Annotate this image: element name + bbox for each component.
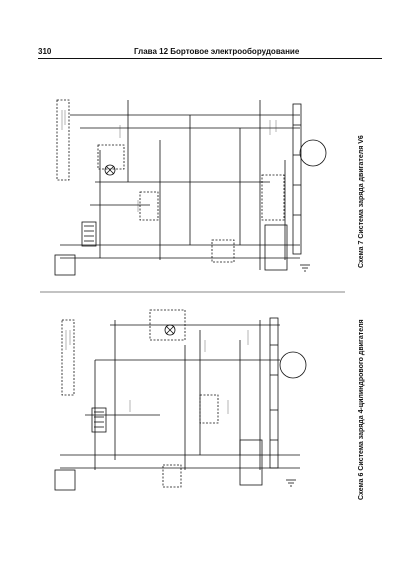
page-header: 310 Глава 12 Бортовое электрооборудовани… <box>38 47 382 61</box>
upper-diagram-caption: Схема 7 Система заряда двигателя V6 <box>358 135 365 268</box>
lower-diagram-caption: Схема 6 Система заряда 4-цилиндрового дв… <box>358 319 365 500</box>
lower-diagram <box>54 309 307 491</box>
page-number: 310 <box>38 47 52 56</box>
header-rule <box>38 58 382 59</box>
upper-diagram <box>54 99 327 276</box>
chapter-title: Глава 12 Бортовое электрооборудование <box>134 47 300 56</box>
